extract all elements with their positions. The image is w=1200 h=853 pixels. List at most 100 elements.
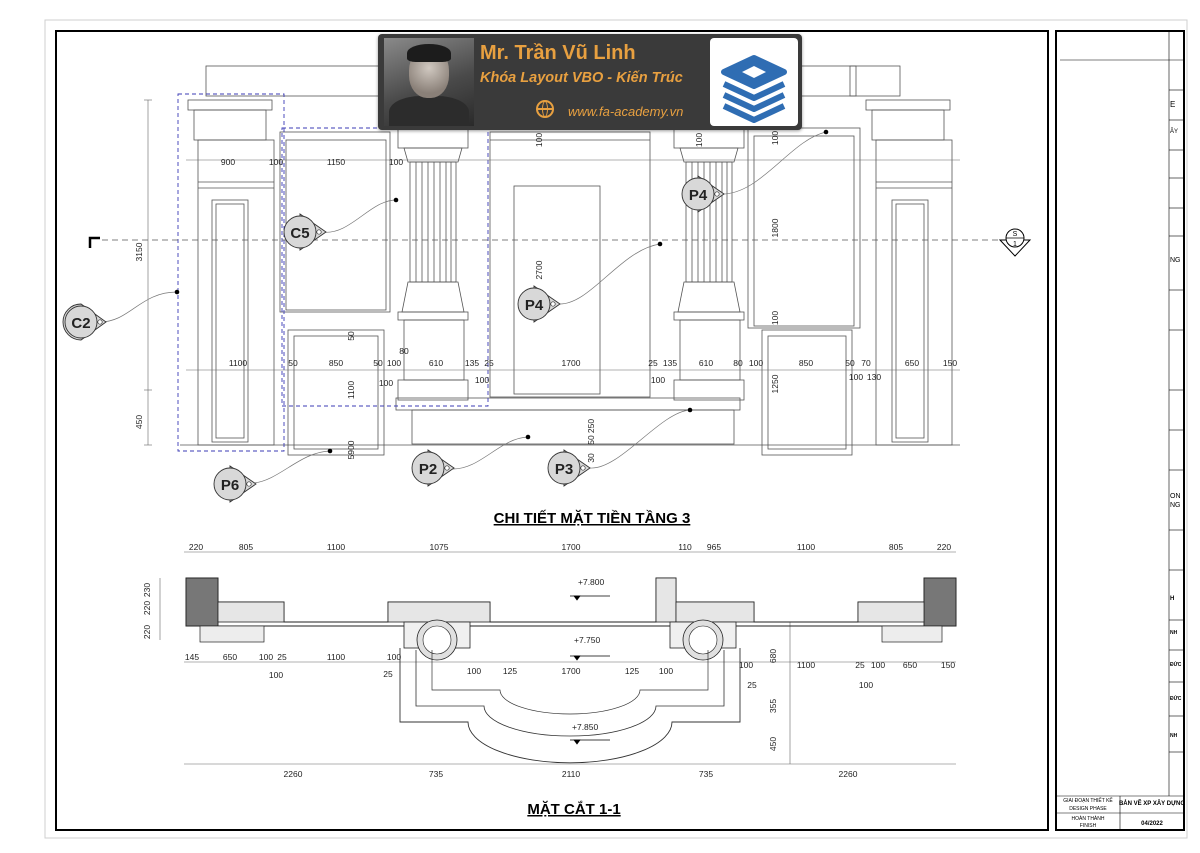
detail-tag: C2 [62, 303, 107, 341]
dim-text: 805 [889, 542, 903, 552]
title-block-edge-text: H [1170, 596, 1174, 602]
dim-text: 100 [475, 375, 489, 385]
dim-text: 135 [663, 358, 677, 368]
dim-text: 1075 [430, 542, 449, 552]
dim-text: 130 [867, 372, 881, 382]
title-block-edge-text: ĐỨC [1170, 661, 1182, 668]
dim-text: 25 [383, 669, 393, 679]
dim-text: 5900 [346, 440, 356, 459]
dim-text: 100 [387, 652, 401, 662]
tag-label: P4 [689, 187, 708, 204]
title-block [1056, 31, 1184, 830]
dim-text: 1100 [327, 542, 346, 552]
dim-text: 220 [142, 625, 152, 639]
tag-label: P6 [221, 477, 239, 494]
dim-text: 100 [269, 157, 283, 167]
section-cut-start-icon [88, 236, 100, 248]
dim-text: 1100 [346, 381, 356, 400]
dim-text: 100 [379, 378, 393, 388]
dim-text: 125 [503, 666, 517, 676]
dim-text: 805 [239, 542, 253, 552]
dim-text: 1100 [797, 660, 816, 670]
dim-text: 25 [484, 358, 494, 368]
dim-text: 100 [849, 372, 863, 382]
dim-text: 450 [768, 737, 778, 751]
level-label: +7.750 [574, 635, 601, 645]
dim-text: 50 [346, 331, 356, 341]
dim-text: 145 [185, 652, 199, 662]
section-marker-letter: S [1013, 231, 1018, 238]
course-name: Khóa Layout VBO - Kiến Trúc [480, 70, 683, 86]
highlight-box-c5 [281, 127, 489, 407]
dim-text: 50 [373, 358, 383, 368]
dim-text: 50 [288, 358, 298, 368]
dim-text: 1700 [562, 666, 581, 676]
dim-text: 100 [694, 133, 704, 147]
dim-text: 80 [399, 346, 409, 356]
dim-text: 25 [648, 358, 658, 368]
dim-text: 100 [770, 311, 780, 325]
dim-text: 100 [770, 131, 780, 145]
elevation-title: CHI TIẾT MẶT TIỀN TẦNG 3 [494, 510, 691, 527]
dim-text: 1100 [327, 652, 346, 662]
dim-text: 900 [221, 157, 235, 167]
title-block-text: E ÂY NG ON NG H NH ĐỨC ĐỨC NH BẢN VẼ XP … [1063, 100, 1185, 829]
dim-text: 25 [747, 680, 757, 690]
dim-text: 80 [733, 358, 743, 368]
dim-text: 220 [189, 542, 203, 552]
level-label: +7.850 [572, 722, 599, 732]
layers-logo-icon [710, 38, 798, 126]
dim-text: 100 [659, 666, 673, 676]
title-block-edge-text: NH [1170, 630, 1178, 636]
dim-text: 1100 [797, 542, 816, 552]
dim-text: 680 [768, 649, 778, 663]
dim-text: 850 [329, 358, 343, 368]
left-dimension-lines [144, 99, 960, 446]
dim-text: 850 [799, 358, 813, 368]
dim-text: 650 [905, 358, 919, 368]
detail-tag: C5 [283, 213, 327, 251]
dim-text: 100 [651, 375, 665, 385]
title-block-edge-text: NG [1170, 502, 1181, 509]
highlight-box-c2 [177, 93, 285, 452]
section-drawing: +7.800 +7.750 +7.850 220 805 1100 1075 1… [142, 542, 957, 779]
tag-label: P4 [525, 297, 544, 314]
dim-text: 220 [937, 542, 951, 552]
dim-text: 610 [699, 358, 713, 368]
website-link[interactable]: www.fa-academy.vn [568, 104, 684, 119]
level-label: +7.800 [578, 577, 605, 587]
dim-text: 220 [142, 601, 152, 615]
dim-text: 735 [699, 769, 713, 779]
dim-text: 610 [429, 358, 443, 368]
title-block-edge-text: ĐỨC [1170, 695, 1182, 702]
dim-text: 1150 [327, 157, 346, 167]
title-block-edge-text: ON [1170, 493, 1181, 500]
dim-text: 110 [678, 542, 692, 552]
dim-text: 3150 [134, 242, 144, 261]
detail-tag: P6 [213, 465, 257, 503]
dim-text: 1250 [770, 374, 780, 393]
dim-text: 100 [389, 157, 403, 167]
dim-text: 100 [534, 133, 544, 147]
dim-text: 650 [903, 660, 917, 670]
dim-text: 100 [859, 680, 873, 690]
tag-label: C2 [71, 315, 90, 332]
dim-text: 100 [259, 652, 273, 662]
detail-tag: P2 [411, 449, 455, 487]
dim-text: 125 [625, 666, 639, 676]
globe-icon [536, 100, 554, 118]
dim-text: 50 [845, 358, 855, 368]
dim-text: 1800 [770, 218, 780, 237]
dim-text: 100 [387, 358, 401, 368]
phase-label-vn: GIAI ĐOẠN THIẾT KẾ [1063, 797, 1113, 804]
dim-text: 2260 [839, 769, 858, 779]
dim-text: 25 [277, 652, 287, 662]
dim-text: 450 [134, 415, 144, 429]
dim-text: 30 [586, 453, 596, 463]
portrait-photo [384, 38, 474, 126]
dim-text: 2700 [534, 260, 544, 279]
detail-tag: P4 [681, 175, 725, 213]
date-text: 04/2022 [1141, 821, 1163, 827]
section-title: MẶT CẮT 1-1 [527, 800, 620, 818]
